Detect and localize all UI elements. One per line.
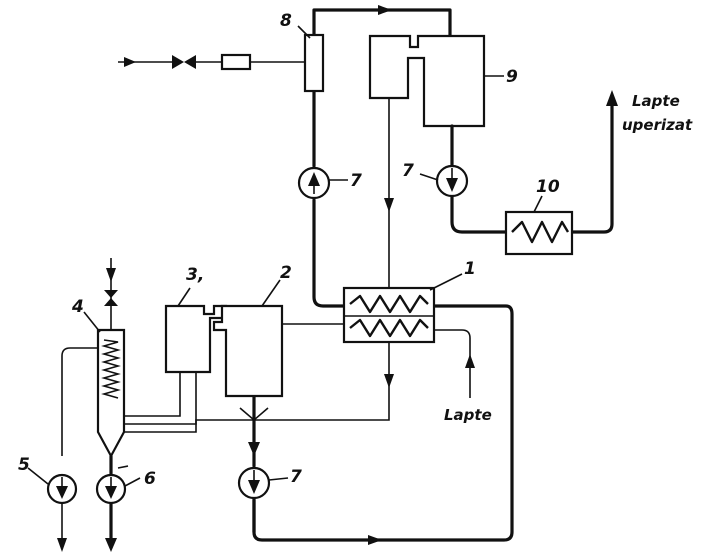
- pipe-10-out: [570, 104, 614, 234]
- feed-valve-b: [104, 298, 118, 306]
- flow-arrow-milk-in: [465, 354, 475, 368]
- heat-exchanger-1-coil-top: [349, 294, 429, 314]
- label-5: 5: [18, 455, 30, 475]
- pump-6: [95, 473, 127, 505]
- leader-5: [27, 467, 49, 485]
- pipe-4-to-5: [61, 347, 98, 456]
- label-1: 1: [464, 259, 476, 279]
- pump-5: [46, 473, 78, 505]
- cooler-10: [504, 210, 574, 256]
- label-7a: 7: [350, 171, 362, 191]
- pipe-3-to-4: [124, 372, 181, 417]
- pipe-milk-in: [434, 329, 471, 398]
- leader-3: [177, 287, 191, 307]
- injector-8: [303, 33, 325, 93]
- flow-arrow-bottom: [368, 535, 382, 545]
- column-4: [96, 328, 126, 459]
- pipe-top-loop: [312, 8, 452, 38]
- label-3: 3,: [186, 265, 204, 285]
- flow-arrow-inlet: [124, 57, 136, 67]
- inlet-filter: [220, 53, 252, 71]
- feed-valve-a: [104, 290, 118, 298]
- label-product-out-1: Lapte: [632, 92, 680, 110]
- pipe-1-right-loop: [252, 304, 514, 542]
- label-milk-in: Lapte: [444, 406, 492, 424]
- leader-2: [261, 279, 281, 307]
- pipe-8-down: [312, 89, 346, 308]
- flow-arrow-5-out: [57, 538, 67, 552]
- vessel-3: [164, 304, 228, 374]
- label-product-out-2: uperizat: [622, 116, 693, 134]
- cooler-10-coil: [511, 220, 570, 244]
- label-7b: 7: [402, 161, 414, 181]
- flow-arrow-4-feed: [106, 268, 116, 282]
- leader-4: [83, 311, 101, 333]
- leader-10: [533, 195, 543, 213]
- label-10: 10: [536, 177, 560, 197]
- pipe-9-to-10: [450, 124, 508, 234]
- column-4-coil: [101, 339, 121, 399]
- vessel-9: [368, 34, 486, 128]
- label-2: 2: [280, 263, 292, 283]
- pump-7-bottom: [237, 466, 271, 500]
- label-9: 9: [506, 67, 518, 87]
- flow-arrow-1-down: [384, 374, 394, 388]
- pipe-3-to-4-b: [124, 372, 197, 425]
- label-7c: 7: [290, 467, 302, 487]
- flow-arrow-6-out: [105, 538, 117, 552]
- leader-6: [124, 477, 141, 487]
- vessel-2: [212, 304, 284, 398]
- leader-7c: [268, 477, 289, 481]
- leader-1: [429, 273, 463, 291]
- leader-7b: [419, 173, 439, 181]
- inlet-valve: [172, 55, 184, 69]
- flow-arrow-9-down: [384, 198, 394, 212]
- leader-8: [297, 25, 311, 39]
- flow-arrow-2-down: [248, 442, 260, 456]
- pump-7-right: [435, 164, 469, 198]
- flow-arrow-product: [606, 90, 618, 106]
- label-8: 8: [280, 11, 292, 31]
- pump-7-left: [297, 166, 331, 200]
- heat-exchanger-1-coil-bottom: [349, 318, 429, 338]
- label-4: 4: [71, 297, 84, 317]
- inlet-valve-b: [184, 55, 196, 69]
- flow-arrow-top: [378, 5, 392, 15]
- pipe-2-branch: [239, 407, 269, 422]
- label-6: 6: [144, 469, 156, 489]
- mark-6: [117, 465, 129, 469]
